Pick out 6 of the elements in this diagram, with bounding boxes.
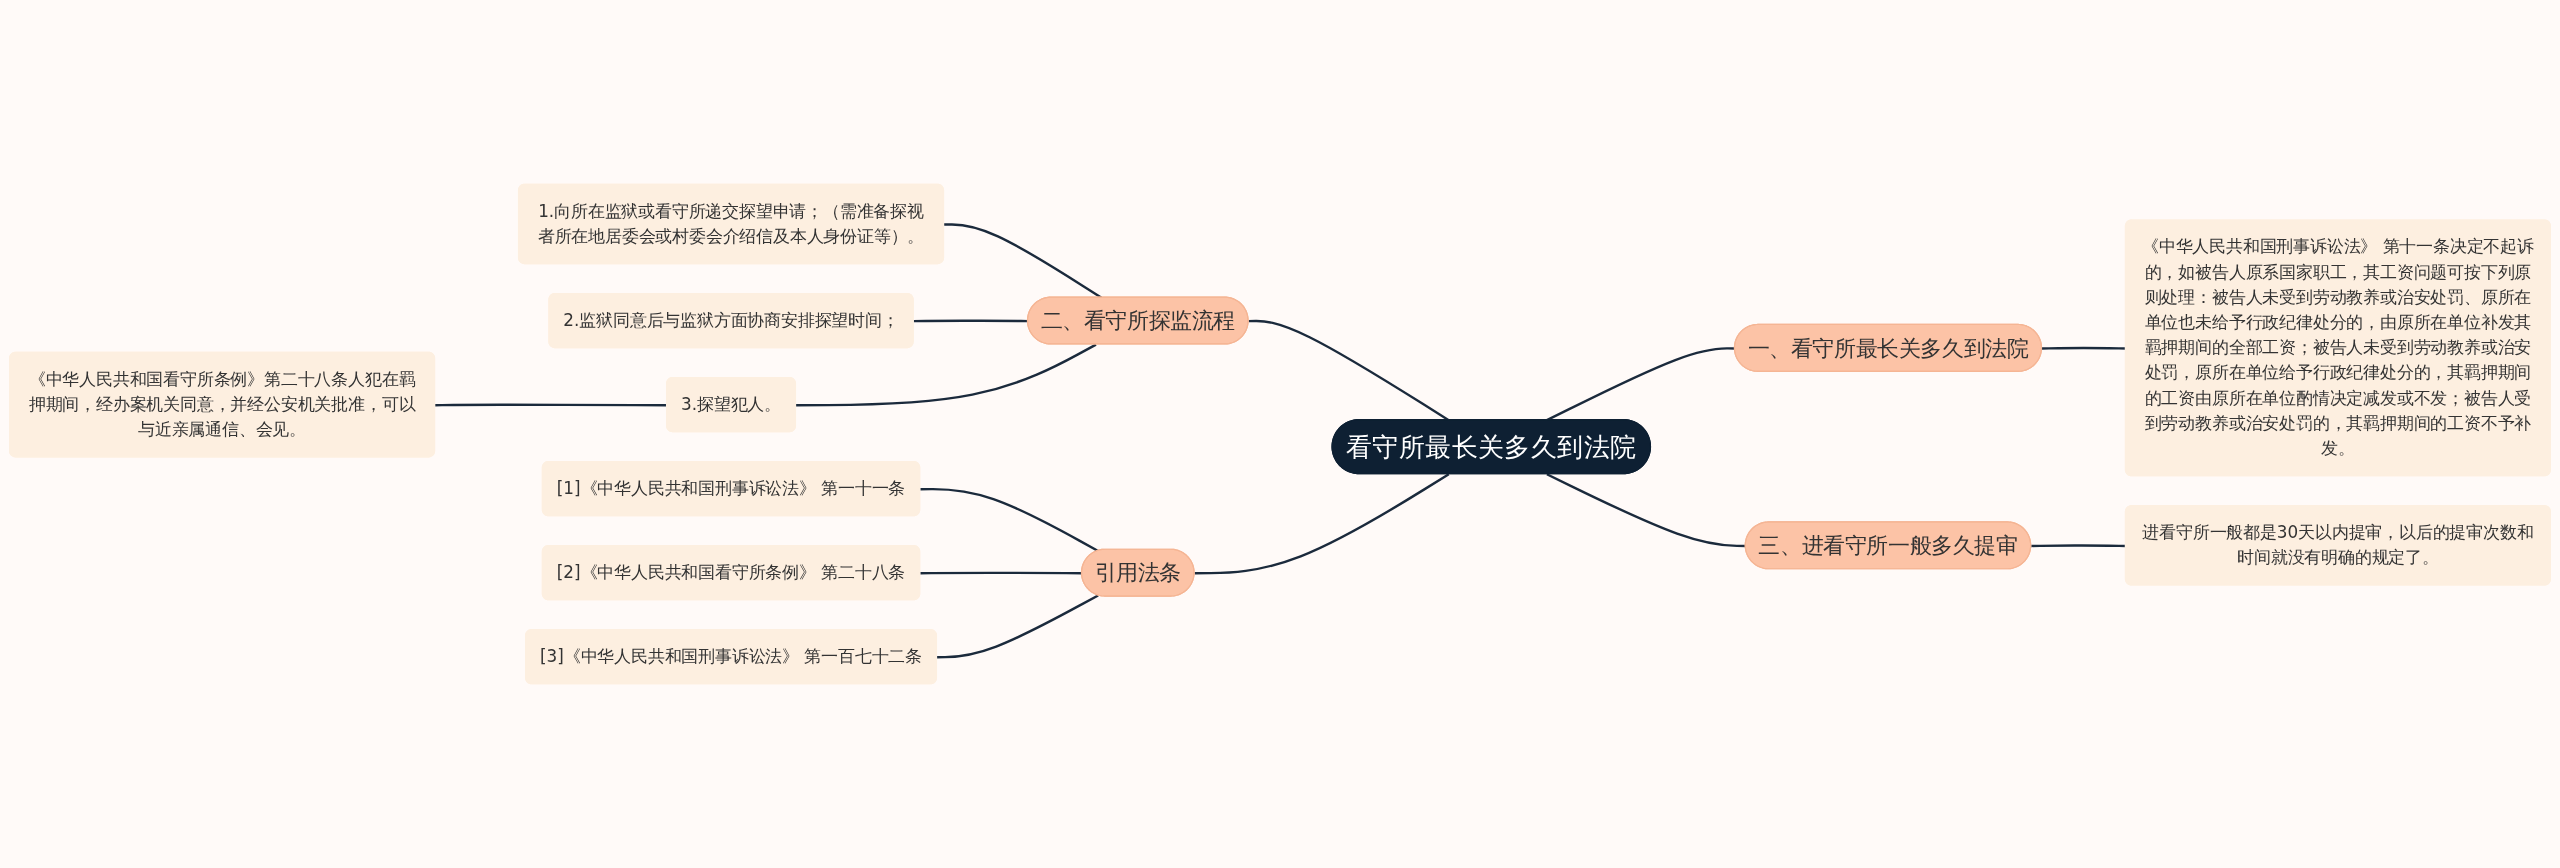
connector (1194, 473, 1450, 575)
connector (920, 487, 1099, 553)
connector (937, 594, 1099, 659)
connector (944, 223, 1103, 299)
connector (796, 343, 1097, 407)
connector (1546, 473, 1746, 548)
